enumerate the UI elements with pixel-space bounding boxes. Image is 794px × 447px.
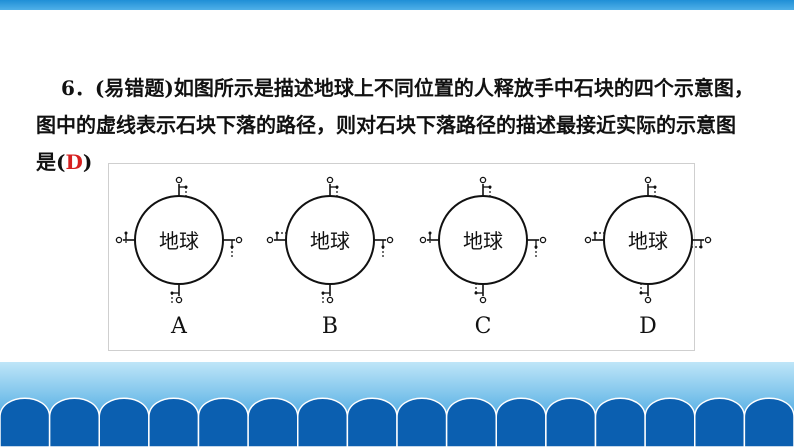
diagram-c: 地球 [413,170,553,310]
earth-label: 地球 [159,229,199,253]
wave-shape [48,397,100,447]
diagram-label-b: B [321,314,339,339]
question-line-3: 是(D) [36,150,93,174]
diagram-label-d: D [639,314,657,339]
wave-shape [743,397,794,447]
person-top [644,176,657,196]
person-top [479,176,492,196]
person-left [419,231,439,244]
person-left [115,231,135,244]
answer-letter: D [65,150,83,174]
person-top [326,176,339,196]
top-accent-bar [0,0,794,10]
person-right [374,236,394,257]
person-left [266,231,286,244]
question-number: 6． [61,76,95,100]
earth-label: 地球 [628,229,668,253]
wave-shape [98,397,150,447]
person-right [527,236,547,257]
diagram-d: 地球 [578,170,718,310]
person-bottom [170,284,183,304]
person-right [223,236,243,257]
question-line-1: 6．(易错题)如图所示是描述地球上不同位置的人释放手中石块的四个示意图， [61,76,754,100]
diagram-a: 地球 [109,170,249,310]
earth-label: 地球 [463,229,503,253]
question-text: 6．(易错题)如图所示是描述地球上不同位置的人释放手中石块的四个示意图， 图中的… [36,70,776,181]
person-bottom [639,284,652,304]
footer-waves [0,362,794,447]
diagram-label-a: A [171,314,187,339]
question-line-2: 图中的虚线表示石块下落的路径，则对石块下落路径的描述最接近实际的示意图 [36,113,736,137]
person-left [584,231,604,244]
figure-panel: 地球 A 地球 B 地球 C 地球 D [108,163,712,351]
wave-shape [594,397,646,447]
person-bottom [474,284,487,304]
wave-shape [0,397,51,447]
wave-shape [197,397,249,447]
person-right [692,236,712,249]
diagram-label-c: C [474,314,492,339]
person-top [175,176,188,197]
wave-shape [247,397,299,447]
wave-shape [545,397,597,447]
person-bottom [321,284,334,304]
wave-shape [346,397,398,447]
wave-shape [694,397,746,447]
earth-label: 地球 [310,229,350,253]
wave-shape [644,397,696,447]
wave-shape [495,397,547,447]
wave-shape [396,397,448,447]
wave-shape [148,397,200,447]
diagram-b: 地球 [260,170,400,310]
wave-shape [445,397,497,447]
wave-shape [297,397,349,447]
